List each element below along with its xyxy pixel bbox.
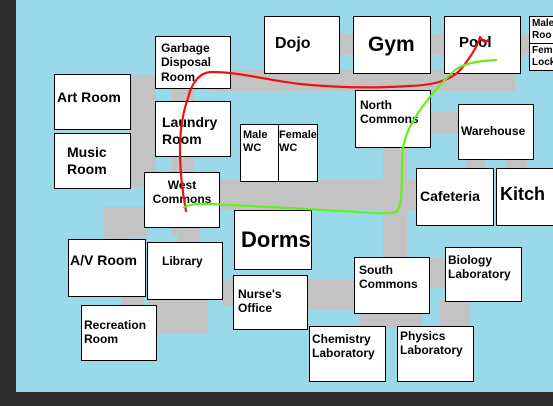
room-male-locker: Male Roo [529,16,553,44]
room-male-wc: Male WC [240,124,280,182]
room-label: Gym [368,33,415,56]
room-physics-lab: Physics Laboratory [397,326,474,382]
room-recreation: Recreation Room [81,305,157,361]
corridor-library-nurse [222,280,236,306]
room-label: Pool [459,34,492,51]
corridor-art-music [128,75,156,187]
room-label: North Commons [360,98,419,127]
room-label: Laundry Room [162,114,218,147]
room-pool: Pool [444,16,521,74]
corridor-north-warehouse [428,112,460,134]
room-chemistry-lab: Chemistry Laboratory [309,326,386,382]
corridor-north-south [383,140,407,260]
room-label: Biology Laboratory [448,253,511,282]
room-label: Cafeteria [420,188,480,204]
room-label: Male WC [243,129,268,155]
room-cafeteria: Cafeteria [416,168,494,226]
room-label: Recreation Room [84,318,147,347]
corridor-south-biology [428,258,448,288]
room-label: Library [162,254,203,268]
room-warehouse: Warehouse [458,104,534,160]
room-label: Female WC [279,129,317,155]
room-dojo: Dojo [264,16,340,74]
room-music: Music Room [54,133,131,189]
room-library: Library [147,242,223,300]
room-art: Art Room [54,74,131,130]
room-south-commons: South Commons [354,257,430,314]
room-label: Fem Lock [532,45,553,68]
room-laundry: Laundry Room [155,101,231,157]
corridor-library-stub [178,228,200,244]
room-label: Chemistry Laboratory [312,332,375,361]
room-female-wc: Female WC [278,124,318,182]
room-kitchen: Kitch [496,168,553,226]
corridor-av-rec [122,294,144,308]
room-north-commons: North Commons [355,90,431,148]
room-biology-lab: Biology Laboratory [445,247,522,302]
room-label: Nurse's Office [238,287,282,316]
room-label: South Commons [359,263,418,292]
room-label: Male Roo [532,18,553,41]
corridor-library-rec [148,298,208,334]
corridor-nurse-south [306,280,356,310]
corridor-biology-physics [440,300,470,328]
corridor-south-labs [360,312,422,328]
room-gym: Gym [353,16,431,74]
room-female-locker: Fem Lock [529,43,553,71]
room-label: Garbage Disposal Room [161,41,212,84]
room-west-commons: West Commons [144,172,220,228]
room-av: A/V Room [68,239,146,297]
room-label: Warehouse [461,124,526,138]
room-nurse-office: Nurse's Office [233,275,308,330]
room-label: A/V Room [70,252,137,268]
room-label: Dojo [275,35,311,52]
room-label: Dorms [241,227,311,252]
room-label: Kitch [500,184,545,204]
room-dorms: Dorms [234,210,312,270]
room-label: West Commons [152,178,212,207]
room-garbage-disposal: Garbage Disposal Room [155,36,231,89]
room-label: Physics Laboratory [400,329,463,358]
room-label: Music Room [67,144,107,177]
room-label: Art Room [57,89,121,105]
